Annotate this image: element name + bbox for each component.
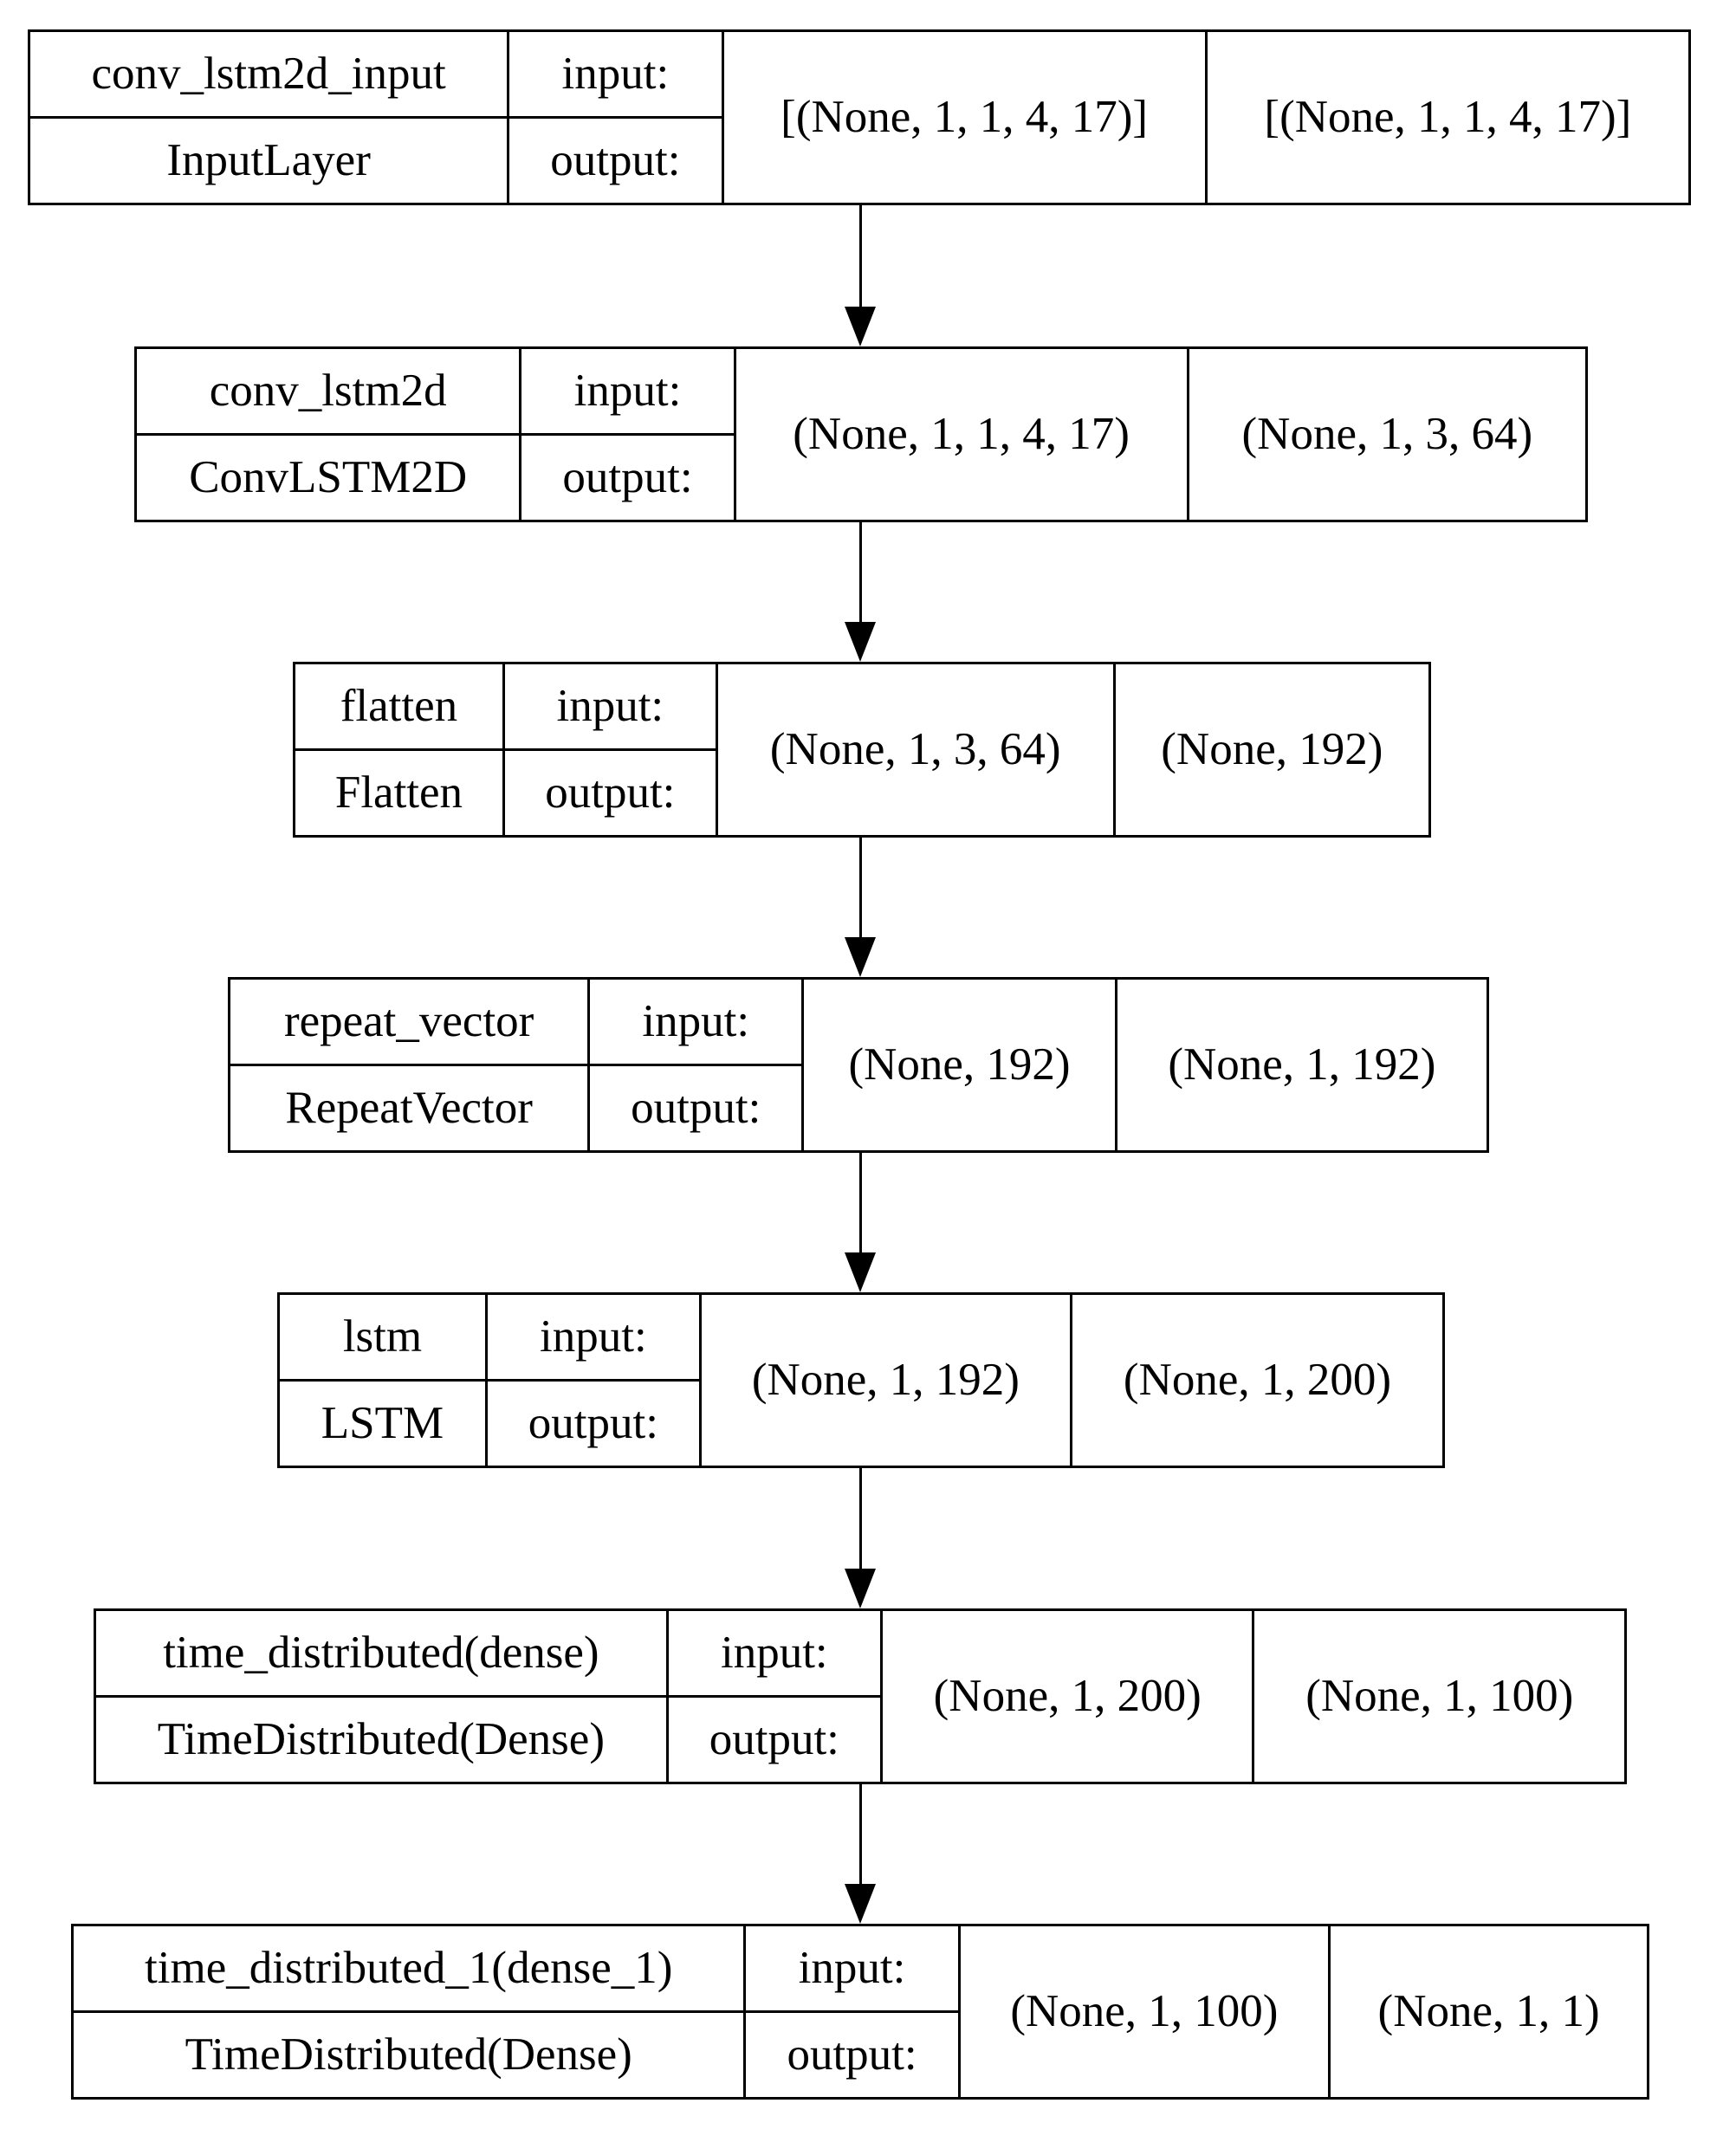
input-shape: [(None, 1, 1, 4, 17)]: [781, 92, 1149, 142]
output-label: output:: [521, 433, 734, 520]
output-shape-cell: (None, 1, 1): [1328, 1926, 1647, 2097]
input-shape: (None, 1, 192): [751, 1355, 1020, 1405]
output-shape-cell: [(None, 1, 1, 4, 17)]: [1204, 32, 1688, 203]
layer-name: lstm: [342, 1311, 423, 1362]
input-shape-cell: (None, 1, 192): [698, 1295, 1070, 1466]
input-shape-cell: (None, 1, 100): [957, 1926, 1329, 2097]
io-label-cell: input: output:: [484, 1295, 699, 1466]
io-label-cell: input: output:: [502, 664, 716, 835]
output-label: output:: [668, 1695, 880, 1782]
arrowhead-icon: [845, 622, 876, 662]
layer-type: ConvLSTM2D: [137, 433, 520, 520]
layer-name: time_distributed_1(dense_1): [145, 1943, 673, 1993]
output-shape: (None, 1, 192): [1168, 1039, 1436, 1090]
connector-line: [859, 520, 862, 624]
output-label: output:: [487, 1379, 699, 1466]
output-shape: (None, 1, 1): [1377, 1986, 1600, 2036]
input-shape: (None, 1, 100): [1010, 1986, 1279, 2036]
output-shape-cell: (None, 1, 100): [1252, 1611, 1624, 1782]
input-label: input:: [556, 681, 664, 731]
input-shape: (None, 1, 3, 64): [769, 724, 1061, 774]
output-label: output:: [746, 2010, 958, 2097]
layer-name: time_distributed(dense): [163, 1628, 599, 1678]
layer-type: InputLayer: [30, 116, 508, 203]
input-shape: (None, 1, 1, 4, 17): [793, 409, 1130, 459]
layer-name: conv_lstm2d_input: [91, 49, 446, 99]
output-shape-cell: (None, 1, 192): [1114, 980, 1487, 1150]
input-shape: (None, 192): [848, 1039, 1071, 1090]
output-shape-cell: (None, 192): [1112, 664, 1428, 835]
arrowhead-icon: [845, 307, 876, 346]
layer-type: LSTM: [280, 1379, 485, 1466]
output-shape: (None, 1, 200): [1123, 1355, 1392, 1405]
input-label: input:: [540, 1311, 647, 1362]
layer-type: TimeDistributed(Dense): [96, 1695, 666, 1782]
layer-name: conv_lstm2d: [209, 366, 447, 416]
io-label-cell: input: output:: [587, 980, 802, 1150]
output-shape: (None, 1, 100): [1305, 1671, 1574, 1721]
input-shape-cell: (None, 1, 1, 4, 17): [733, 349, 1187, 520]
input-shape-cell: [(None, 1, 1, 4, 17)]: [721, 32, 1205, 203]
io-label-cell: input: output:: [743, 1926, 958, 2097]
output-label: output:: [590, 1064, 802, 1150]
io-label-cell: input: output:: [507, 32, 722, 203]
output-shape: (None, 1, 3, 64): [1241, 409, 1533, 459]
io-label-cell: input: output:: [519, 349, 734, 520]
connector-line: [859, 203, 862, 308]
layer-name-cell: time_distributed(dense) TimeDistributed(D…: [96, 1611, 666, 1782]
output-shape-cell: (None, 1, 3, 64): [1186, 349, 1585, 520]
input-shape-cell: (None, 192): [801, 980, 1115, 1150]
connector-line: [859, 835, 862, 939]
input-shape-cell: (None, 1, 3, 64): [715, 664, 1113, 835]
output-shape-cell: (None, 1, 200): [1069, 1295, 1442, 1466]
layer-node: time_distributed(dense) TimeDistributed(D…: [94, 1608, 1627, 1784]
layer-node: time_distributed_1(dense_1) TimeDistribut…: [71, 1924, 1649, 2100]
input-shape: (None, 1, 200): [933, 1671, 1202, 1721]
layer-type: RepeatVector: [230, 1064, 588, 1150]
input-label: input:: [642, 996, 750, 1046]
output-label: output:: [504, 748, 716, 835]
arrowhead-icon: [845, 1252, 876, 1292]
input-label: input:: [573, 366, 682, 416]
layer-name-cell: time_distributed_1(dense_1) TimeDistribut…: [74, 1926, 744, 2097]
input-label: input:: [798, 1943, 906, 1993]
connector-line: [859, 1782, 862, 1886]
io-label-cell: input: output:: [665, 1611, 880, 1782]
layer-name: flatten: [340, 681, 458, 731]
layer-name: repeat_vector: [283, 996, 534, 1046]
arrowhead-icon: [845, 937, 876, 977]
input-shape-cell: (None, 1, 200): [879, 1611, 1253, 1782]
output-shape: [(None, 1, 1, 4, 17)]: [1264, 92, 1632, 142]
connector-line: [859, 1466, 862, 1570]
arrowhead-icon: [845, 1884, 876, 1924]
arrowhead-icon: [845, 1569, 876, 1608]
output-shape: (None, 192): [1161, 724, 1383, 774]
input-label: input:: [561, 49, 670, 99]
layer-type: TimeDistributed(Dense): [74, 2010, 744, 2097]
input-label: input:: [720, 1628, 828, 1678]
layer-type: Flatten: [295, 748, 502, 835]
output-label: output:: [509, 116, 722, 203]
connector-line: [859, 1150, 862, 1254]
